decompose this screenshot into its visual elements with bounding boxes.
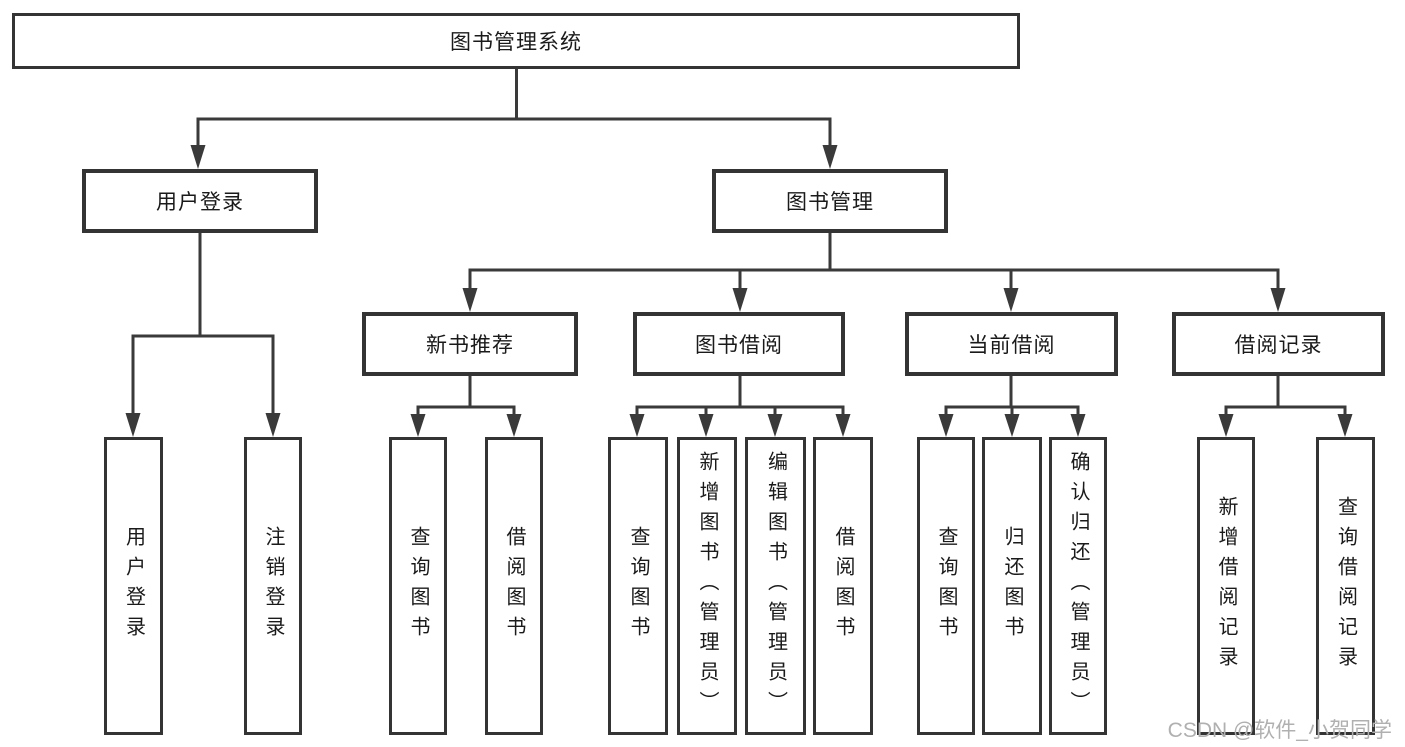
leaf-borrow-books: 借阅图书 <box>813 437 873 735</box>
node-label: 图书借阅 <box>695 334 783 357</box>
leaf-return-books: 归还图书 <box>982 437 1042 735</box>
leaf-query-borrow-record: 查询借阅记录 <box>1316 437 1375 735</box>
node-label: 用户登录 <box>156 191 244 214</box>
connector-currentborrow-to-leaves <box>938 376 1086 437</box>
node-label: 当前借阅 <box>967 334 1056 357</box>
node-label: 注销登录 <box>262 526 284 646</box>
leaf-query-books: 查询图书 <box>389 437 447 735</box>
leaf-logout: 注销登录 <box>244 437 302 735</box>
node-user-login: 用户登录 <box>82 169 318 233</box>
connector-root-to-level1 <box>190 69 838 169</box>
node-borrow-record: 借阅记录 <box>1172 312 1385 376</box>
node-label: 借阅记录 <box>1234 334 1323 357</box>
node-label: 新书推荐 <box>426 334 514 357</box>
node-label: 借阅图书 <box>832 526 854 646</box>
csdn-watermark: CSDN @软件_小贺同学 <box>1167 719 1392 742</box>
leaf-add-books-admin: 新增图书（管理员） <box>677 437 737 735</box>
connector-bookmgmt-to-level2 <box>462 233 1286 312</box>
node-label: 确认归还（管理员） <box>1067 451 1089 721</box>
node-book-management: 图书管理 <box>712 169 948 233</box>
node-label: 归还图书 <box>1001 526 1023 646</box>
node-current-borrow: 当前借阅 <box>905 312 1118 376</box>
leaf-user-login: 用户登录 <box>104 437 163 735</box>
node-new-book-recommend: 新书推荐 <box>362 312 578 376</box>
connector-newbook-to-leaves <box>410 376 522 437</box>
node-label: 查询借阅记录 <box>1334 496 1357 676</box>
node-label: 新增图书（管理员） <box>696 451 718 721</box>
node-label: 查询图书 <box>627 526 649 646</box>
connector-borrowrecord-to-leaves <box>1218 376 1353 437</box>
node-label: 图书管理系统 <box>450 31 582 54</box>
leaf-confirm-return-admin: 确认归还（管理员） <box>1049 437 1107 735</box>
node-label: 新增借阅记录 <box>1215 496 1237 676</box>
connector-userlogin-to-leaves <box>125 233 281 437</box>
leaf-query-books: 查询图书 <box>608 437 668 735</box>
connector-bookborrow-to-leaves <box>629 376 851 437</box>
node-label: 查询图书 <box>407 526 429 646</box>
node-book-borrow: 图书借阅 <box>633 312 845 376</box>
node-label: 借阅图书 <box>503 526 525 646</box>
leaf-add-borrow-record: 新增借阅记录 <box>1197 437 1255 735</box>
node-label: 查询图书 <box>935 526 957 646</box>
node-system-root: 图书管理系统 <box>12 13 1020 69</box>
node-label: 编辑图书（管理员） <box>764 451 787 721</box>
leaf-query-books: 查询图书 <box>917 437 975 735</box>
node-label: 用户登录 <box>122 526 145 646</box>
leaf-borrow-books: 借阅图书 <box>485 437 543 735</box>
node-label: 图书管理 <box>786 191 874 214</box>
leaf-edit-books-admin: 编辑图书（管理员） <box>745 437 806 735</box>
